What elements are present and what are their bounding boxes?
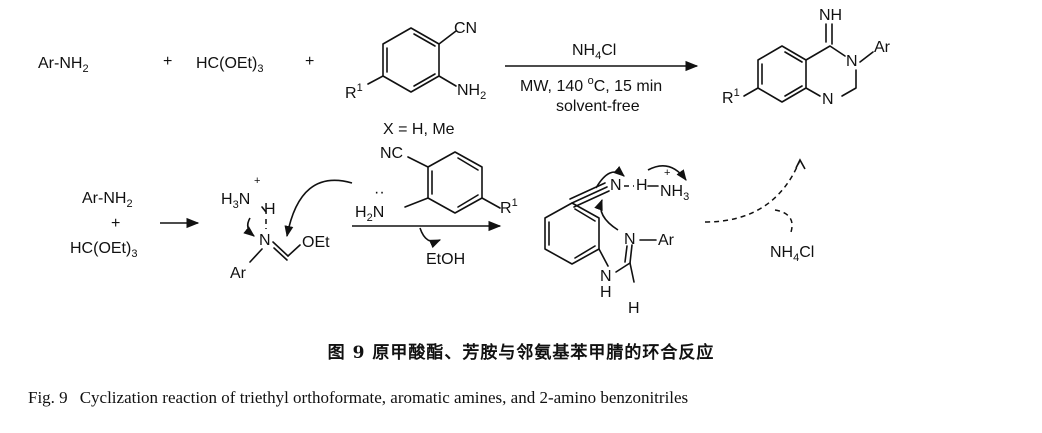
lone-pair: ·· [374,184,385,201]
nuc-r1-label: R1 [500,197,518,217]
plus-sign-2: + [305,53,314,70]
mechanism: Ar-NH2 + HC(OEt)3 H3N + H N Ar OEt [70,145,814,317]
x-note: X = H, Me [383,121,455,138]
nc-label: NC [380,145,403,162]
amidine-intermediate: N H NH3 + N H H N Ar [544,164,689,317]
mech-orthoformate: HC(OEt)3 [70,240,137,260]
quinazoline-product: NH N Ar N R1 [722,7,891,108]
product-r1-label: R1 [722,87,740,107]
amidine-nh3-label: NH3 [660,183,689,203]
cn-label: CN [454,20,477,37]
dashed-arrowhead [795,158,806,170]
int-ar-label: Ar [230,265,247,282]
amidine-nitrile-n: N [610,177,622,194]
h2n-label: H2N [355,204,384,224]
condition-temperature: MW, 140 oC, 15 min [520,75,662,95]
nh2-label: NH2 [457,82,486,102]
amidine-charge: + [664,167,670,179]
aminobenzonitrile-nucleophile: NC H2N ·· R1 [355,145,518,224]
reagent-ar-nh2: Ar-NH2 [38,55,89,75]
elimination-dashed-arrow [774,209,793,236]
product-n1-label: N [822,91,834,108]
product-ar-label: Ar [874,39,891,56]
amidine-nh-n: N [600,268,612,285]
amidine-nh-h: H [600,284,612,301]
h3n-label: H3N [221,191,250,211]
amidine-ch-h: H [628,300,640,317]
top-reaction: Ar-NH2 + HC(OEt)3 + CN NH2 R1 NH4Cl MW, … [38,7,891,138]
int-oet-label: OEt [302,234,330,251]
product-imine-label: NH [819,7,842,24]
caption-english: Fig. 9 Cyclization reaction of triethyl o… [28,388,688,408]
r1-label: R1 [345,82,363,102]
plus-sign: + [163,53,172,70]
mech-plus: + [111,215,120,232]
amidine-ar: Ar [658,232,675,249]
condition-catalyst: NH4Cl [572,42,616,62]
etoh-label: EtOH [426,251,465,268]
product-n3-label: N [846,53,858,70]
mech-ar-nh2: Ar-NH2 [82,190,133,210]
amidine-h-label: H [636,177,648,194]
aminobenzonitrile-structure: CN NH2 R1 [345,20,486,102]
amidine-n-ar: N [624,231,636,248]
nh4cl-byproduct: NH4Cl [770,244,814,264]
caption-text: Cyclization reaction of triethyl orthofo… [79,388,689,407]
h3n-charge: + [254,175,260,187]
condition-solvent: solvent-free [556,98,640,115]
reaction-scheme: Ar-NH2 + HC(OEt)3 + CN NH2 R1 NH4Cl MW, … [38,7,891,317]
cyclization-dashed-arrow [704,159,801,223]
int-n-label: N [259,232,271,249]
caption-chinese: 图 9 原甲酸酯、芳胺与邻氨基苯甲腈的环合反应 [327,343,715,363]
int-h-label: H [264,201,276,218]
intermediate-imidate: H3N + H N Ar OEt [221,175,353,282]
caption-fig-number: Fig. 9 [28,388,68,407]
reagent-orthoformate: HC(OEt)3 [196,55,263,75]
